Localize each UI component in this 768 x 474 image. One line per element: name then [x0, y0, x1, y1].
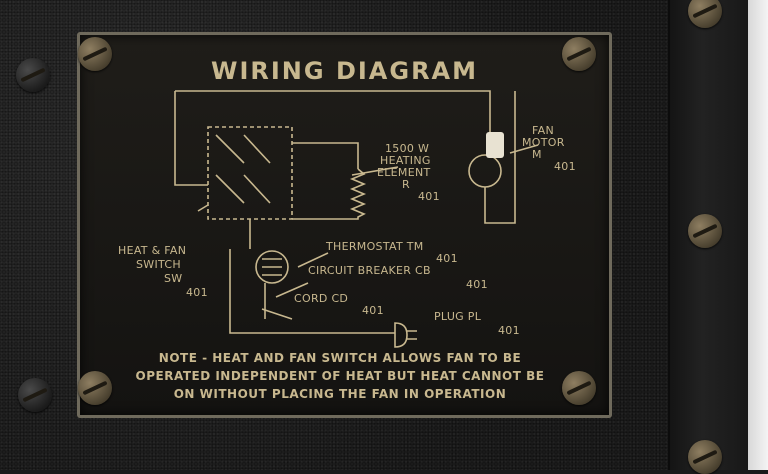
heating-line-1: 1500 W	[385, 142, 430, 155]
note-line: NOTE - HEAT AND FAN SWITCH ALLOWS FAN TO…	[158, 351, 522, 365]
switch-line-1: HEAT & FAN	[118, 244, 187, 257]
switch-line-2: SWITCH	[136, 258, 181, 271]
plate-screw	[562, 371, 596, 405]
wire-left	[174, 91, 208, 186]
motor-label: MOTOR	[522, 136, 565, 149]
switch-contacts	[215, 134, 271, 204]
motor-num: 401	[554, 160, 576, 173]
case-screw	[16, 58, 50, 92]
wire-top	[175, 90, 491, 155]
heating-code: R	[402, 178, 410, 191]
plug-label: PLUG PL	[434, 310, 482, 323]
wire-element-top	[292, 142, 359, 169]
fan-motor	[468, 154, 502, 188]
heating-element	[292, 168, 367, 220]
plate-title: WIRING DIAGRAM	[210, 57, 478, 85]
plate-screw	[562, 37, 596, 71]
wire-fan	[484, 91, 516, 224]
fan-label: FAN	[532, 124, 554, 137]
heating-line-3: ELEMENT	[377, 166, 431, 179]
paint-chip	[486, 132, 504, 158]
case-screw	[688, 440, 722, 474]
wiring-diagram-plate: WIRING DIAGRAM FAN MOTOR M 401 1500 W HE…	[77, 32, 612, 418]
wiring-schematic	[174, 90, 539, 348]
cord-num: 401	[362, 304, 384, 317]
cord-label: CORD CD	[294, 292, 349, 305]
thermostat	[255, 250, 289, 284]
breaker-label: CIRCUIT BREAKER CB	[308, 264, 431, 277]
heating-line-2: HEATING	[380, 154, 431, 167]
note-line: OPERATED INDEPENDENT OF HEAT BUT HEAT CA…	[135, 369, 545, 383]
plate-screw	[78, 37, 112, 71]
thermostat-label: THERMOSTAT TM	[326, 240, 424, 253]
plug	[394, 322, 408, 348]
plug-num: 401	[498, 324, 520, 337]
note-line: ON WITHOUT PLACING THE FAN IN OPERATION	[173, 387, 507, 401]
background-wall	[748, 0, 768, 470]
case-screw	[688, 0, 722, 28]
breaker-num: 401	[466, 278, 488, 291]
switch-num: 401	[186, 286, 208, 299]
plate-screw	[78, 371, 112, 405]
thermostat-num: 401	[436, 252, 458, 265]
switch-code: SW	[164, 272, 183, 285]
case-screw	[688, 214, 722, 248]
case-screw	[18, 378, 52, 412]
heating-num: 401	[418, 190, 440, 203]
wire-cord	[229, 249, 395, 334]
motor-code: M	[532, 148, 542, 161]
